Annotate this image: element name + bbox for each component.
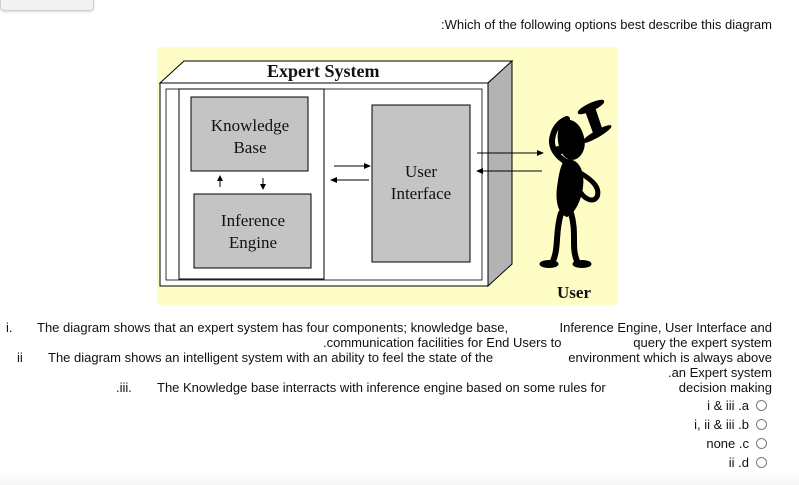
statement-1-number: i. (6, 320, 13, 335)
user-label: User (557, 283, 591, 302)
option-a-radio[interactable] (756, 400, 767, 411)
footer-shade (0, 471, 799, 485)
knowledge-base-box (190, 96, 309, 172)
statement-1-continuation-right: query the expert system (633, 335, 772, 350)
statement-1-text-right: Inference Engine, User Interface and (559, 320, 772, 335)
statement-2-text: The diagram shows an intelligent system … (48, 350, 494, 365)
option-b-radio[interactable] (756, 419, 767, 430)
inference-engine-box (193, 193, 312, 269)
box-side-face (487, 59, 513, 288)
statement-2-number: ii (17, 350, 23, 365)
user-figure (539, 99, 612, 268)
statement-2-text-right: environment which is always above (568, 350, 772, 365)
statement-1-continuation: .communication facilities for End Users … (323, 335, 562, 350)
statement-1-text: The diagram shows that an expert system … (37, 320, 509, 335)
option-c-label[interactable]: none .c (706, 436, 749, 451)
option-d-radio[interactable] (756, 457, 767, 468)
user-interface-box (371, 104, 471, 263)
question-text: :Which of the following options best des… (441, 17, 772, 32)
statement-3-number: .iii. (116, 380, 132, 395)
statement-3-text-right: decision making (678, 380, 772, 395)
option-d-label[interactable]: ii .d (728, 455, 749, 470)
option-a-label[interactable]: i & iii .a (707, 398, 749, 413)
diagram-title: Expert System (267, 61, 380, 81)
window-corner-tab (0, 0, 94, 11)
option-b-label[interactable]: i, ii & iii .b (694, 417, 749, 432)
option-c-radio[interactable] (756, 438, 767, 449)
statement-3-text: The Knowledge base interracts with infer… (157, 380, 606, 395)
statement-2-continuation: .an Expert system (667, 365, 772, 380)
